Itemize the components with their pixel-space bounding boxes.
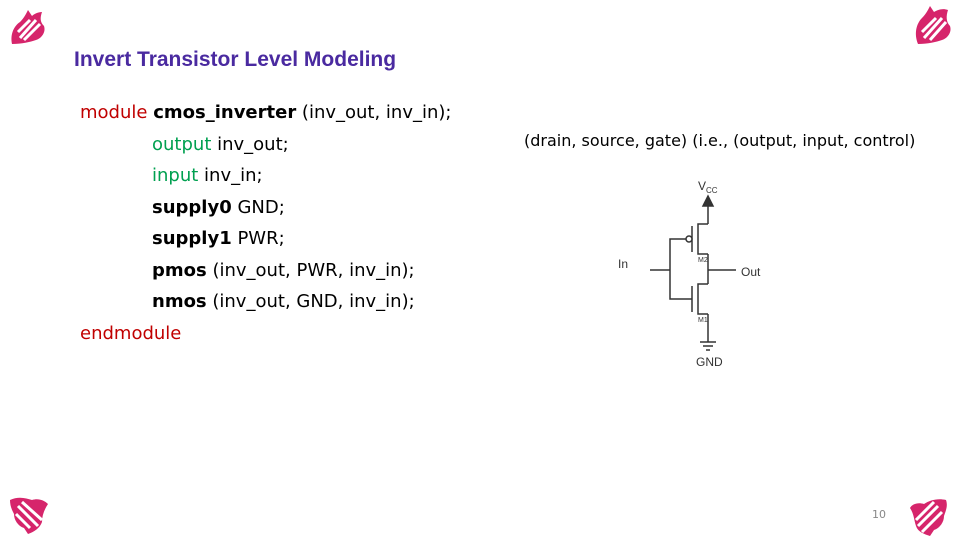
code-line-input: input inv_in; [80, 160, 452, 192]
terminal-order-note: (drain, source, gate) (i.e., (output, in… [524, 131, 916, 150]
code-line-supply1: supply1 PWR; [80, 223, 452, 255]
logo-icon [11, 10, 45, 44]
vcc-label: V [698, 179, 706, 193]
pmos-decl: (inv_out, PWR, inv_in); [206, 259, 415, 281]
slide-title: Invert Transistor Level Modeling [74, 48, 397, 71]
nmos-channel [697, 283, 708, 315]
corner-logo-top-left [6, 6, 50, 50]
supply0-decl: GND; [231, 196, 285, 218]
logo-icon [915, 6, 951, 44]
keyword-input: input [152, 165, 199, 186]
m1-label: M1 [698, 317, 708, 324]
input-decl: inv_in; [198, 165, 263, 186]
corner-logo-bottom-left [6, 492, 50, 536]
out-label: Out [741, 265, 761, 279]
code-line-module: module cmos_inverter (inv_out, inv_in); [80, 97, 452, 129]
code-line-endmodule: endmodule [80, 318, 452, 350]
keyword-supply0: supply0 [152, 196, 232, 218]
nmos-decl: (inv_out, GND, inv_in); [206, 291, 415, 312]
keyword-endmodule: endmodule [80, 322, 182, 344]
keyword-pmos: pmos [152, 259, 207, 281]
m2-label: M2 [698, 257, 708, 264]
gate-wire [669, 238, 692, 300]
slide-number: 10 [872, 508, 886, 521]
corner-logo-top-right [910, 4, 954, 48]
code-block: module cmos_inverter (inv_out, inv_in); … [80, 97, 452, 349]
vcc-arrow-icon [701, 194, 715, 207]
corner-logo-bottom-right [906, 494, 950, 538]
code-line-supply0: supply0 GND; [80, 192, 452, 224]
code-line-pmos: pmos (inv_out, PWR, inv_in); [80, 255, 452, 287]
gnd-label: GND [696, 355, 723, 369]
cmos-inverter-schematic: V CC M2 Out M1 In GND [612, 172, 780, 372]
module-name: cmos_inverter [153, 102, 297, 123]
module-ports: (inv_out, inv_in); [296, 102, 452, 123]
pmos-channel [697, 223, 708, 255]
pmos-bubble [685, 235, 693, 243]
logo-icon [910, 499, 947, 536]
in-label: In [618, 257, 628, 271]
keyword-module: module [80, 102, 148, 123]
keyword-output: output [152, 133, 212, 155]
ground-icon [700, 341, 716, 351]
supply1-decl: PWR; [231, 228, 285, 249]
logo-icon [10, 497, 48, 534]
keyword-nmos: nmos [152, 291, 207, 312]
code-line-nmos: nmos (inv_out, GND, inv_in); [80, 286, 452, 318]
output-decl: inv_out; [211, 133, 289, 155]
code-line-output: output inv_out; [80, 129, 452, 161]
vcc-sub-label: CC [706, 186, 718, 195]
keyword-supply1: supply1 [152, 228, 232, 249]
